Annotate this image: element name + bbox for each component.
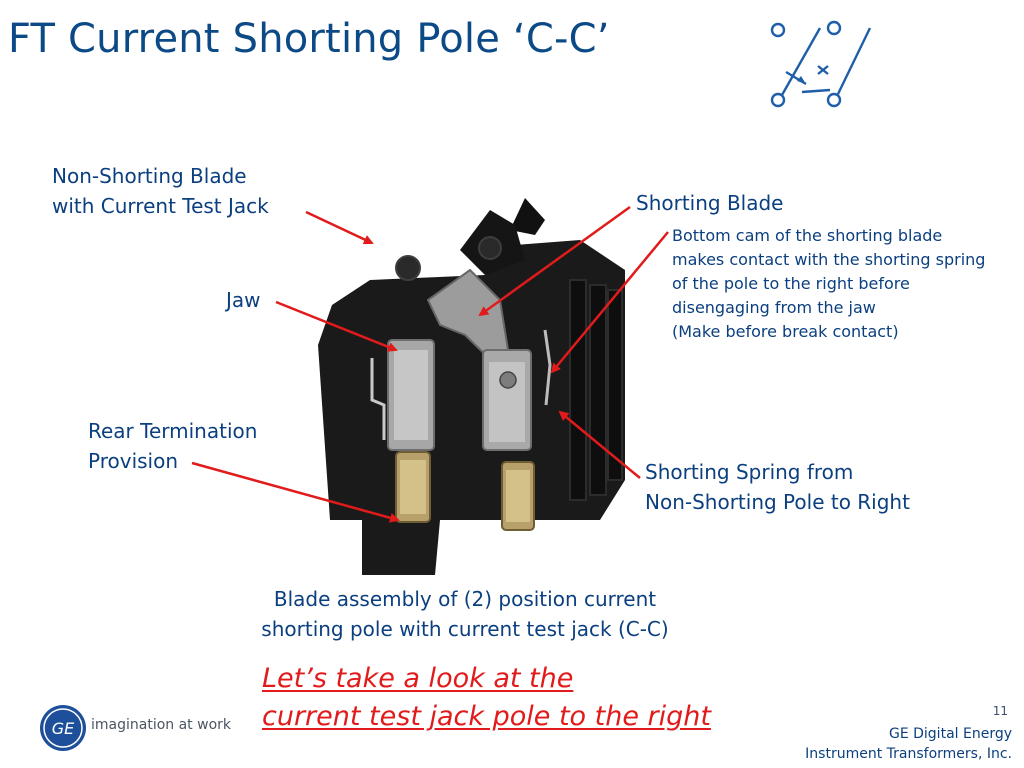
label-jaw: Jaw (226, 288, 261, 312)
label-line: Rear Termination (88, 419, 258, 443)
label-line: Shorting Spring from (645, 460, 854, 484)
switch-schematic-icon (770, 20, 872, 108)
tagline: imagination at work (91, 717, 231, 733)
label-line: Provision (88, 449, 179, 473)
arrow-rear-termination (191, 461, 400, 523)
ge-logo-text: GE (52, 719, 75, 738)
slide-title: FT Current Shorting Pole ‘C-C’ (8, 16, 610, 62)
company-line: Instrument Transformers, Inc. (805, 746, 1012, 762)
label-shorting-spring: Shorting Spring from Non-Shorting Pole t… (645, 457, 910, 517)
arrow-shorting-blade (478, 205, 631, 317)
label-non-shorting-blade: Non-Shorting Blade with Current Test Jac… (52, 161, 269, 221)
slide-number: 11 (992, 704, 1008, 718)
call-to-action-link[interactable]: Let’s take a look at the current test ja… (262, 660, 711, 736)
label-cam-note: Bottom cam of the shorting blade makes c… (672, 224, 985, 344)
label-shorting-blade: Shorting Blade (636, 191, 784, 215)
company-line: GE Digital Energy (888, 726, 1012, 742)
arrow-jaw (275, 300, 398, 352)
label-line: Non-Shorting Pole to Right (645, 490, 910, 514)
company-footer: GE Digital Energy Instrument Transformer… (805, 724, 1012, 764)
arrow-non-shorting-blade (305, 210, 374, 245)
note-line: disengaging from the jaw (672, 298, 876, 317)
note-line: of the pole to the right before (672, 274, 910, 293)
note-line: makes contact with the shorting spring (672, 250, 986, 269)
photo-caption: Blade assembly of (2) position current s… (210, 584, 720, 644)
label-line: with Current Test Jack (52, 194, 269, 218)
cta-line: Let’s take a look at the (262, 663, 574, 694)
ge-logo-icon: GE (40, 705, 86, 751)
caption-line: Blade assembly of (2) position current (273, 587, 657, 611)
caption-line: shorting pole with current test jack (C-… (261, 617, 669, 641)
arrow-shorting-spring (558, 410, 641, 479)
note-line: (Make before break contact) (672, 322, 899, 341)
arrow-cam (550, 231, 669, 374)
cta-line: current test jack pole to the right (262, 701, 711, 732)
blade-assembly-photo (318, 198, 625, 575)
label-line: Non-Shorting Blade (52, 164, 247, 188)
label-rear-termination: Rear Termination Provision (88, 416, 257, 476)
note-line: Bottom cam of the shorting blade (672, 226, 943, 245)
